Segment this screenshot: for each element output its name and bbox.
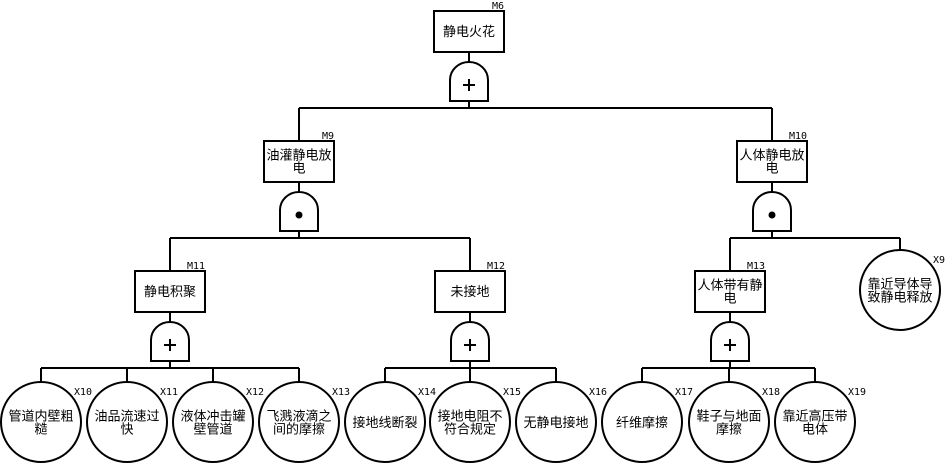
basic-event-x14[interactable]: 接地线断裂 X14	[344, 381, 436, 463]
node-label: 符合规定	[444, 422, 496, 438]
basic-event-x17[interactable]: 纤维摩擦 X17	[601, 381, 693, 463]
or-gate	[449, 61, 489, 102]
basic-event-x16[interactable]: 无静电接地 X16	[515, 381, 607, 463]
node-label: 油灌静电放	[266, 149, 331, 164]
dot-icon	[295, 211, 303, 219]
or-gate	[450, 321, 490, 362]
event-code: M13	[747, 261, 765, 272]
node-label: 壁管道	[193, 423, 232, 438]
event-code: M6	[492, 1, 504, 12]
event-code: X19	[848, 387, 866, 398]
node-label: 电	[723, 292, 736, 307]
node-label: 液体冲击罐	[180, 410, 245, 425]
event-code: X12	[246, 387, 264, 398]
node-label: 电	[292, 162, 305, 177]
node-label: 接地电阻不	[437, 409, 502, 425]
event-code: M10	[789, 131, 807, 142]
node-label: 纤维摩擦	[616, 415, 668, 431]
and-gate	[752, 191, 792, 232]
node-label: 糙	[34, 423, 47, 438]
event-code: X9	[933, 255, 945, 266]
node-label: 摩擦	[716, 422, 742, 438]
event-code: M11	[187, 261, 205, 272]
node-label: 飞溅液滴之	[266, 409, 331, 425]
node-label: 人体静电放	[739, 149, 804, 164]
node-label: 靠近高压带	[782, 409, 847, 425]
node-label: 静电火花	[443, 24, 495, 40]
event-code: M12	[487, 261, 505, 272]
node-label: 鞋子与地面	[696, 409, 761, 425]
or-gate	[710, 321, 750, 362]
intermediate-event-m6[interactable]: 静电火花 M6	[433, 1, 505, 53]
or-gate	[150, 321, 190, 362]
node-label: 电体	[802, 423, 828, 438]
event-code: X16	[589, 387, 607, 398]
event-code: X15	[503, 387, 521, 398]
dot-icon	[768, 211, 776, 219]
node-label: 静电积聚	[144, 285, 196, 300]
node-label: 油品流速过	[94, 410, 159, 425]
node-label: 接地线断裂	[352, 415, 417, 431]
node-label: 电	[765, 162, 778, 177]
node-label: 人体带有静	[697, 279, 762, 294]
node-label: 间的摩擦	[273, 422, 325, 438]
node-label: 靠近导体导	[867, 278, 932, 293]
event-code: X10	[74, 387, 92, 398]
node-label: 未接地	[450, 284, 489, 300]
event-code: X11	[160, 387, 178, 398]
node-label: 管道内壁粗	[8, 409, 73, 425]
event-code: X13	[332, 387, 350, 398]
event-code: X14	[418, 387, 436, 398]
node-label: 致静电释放	[867, 291, 932, 306]
node-label: 无静电接地	[523, 415, 588, 431]
intermediate-event-m12[interactable]: 未接地 M12	[434, 261, 506, 313]
and-gate	[279, 191, 319, 232]
node-label: 快	[120, 423, 133, 438]
event-code: X17	[675, 387, 693, 398]
event-code: X18	[762, 387, 780, 398]
intermediate-event-m11[interactable]: 静电积聚 M11	[134, 261, 206, 313]
event-code: M9	[322, 131, 334, 142]
